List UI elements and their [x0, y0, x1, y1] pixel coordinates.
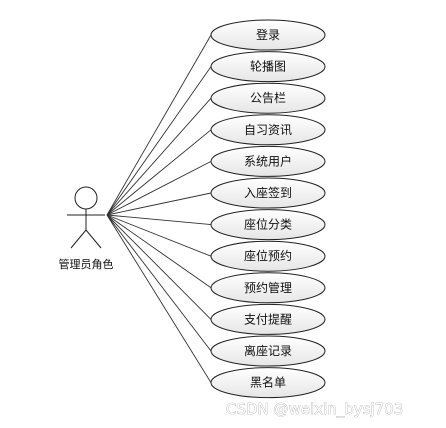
use-case-ellipse [210, 145, 326, 177]
use-case-label: 轮播图 [250, 60, 286, 74]
association-line [106, 97, 212, 216]
use-case[interactable]: 座位分类 [210, 209, 326, 241]
use-case[interactable]: 黑名单 [210, 367, 326, 399]
use-case[interactable]: 座位预约 [210, 240, 326, 272]
association-line [106, 214, 212, 257]
use-case-label: 离座记录 [244, 343, 292, 358]
actor-right-leg [85, 229, 102, 249]
use-case[interactable]: 登录 [210, 19, 326, 51]
association-line [106, 129, 212, 216]
association-line [106, 160, 212, 216]
use-case-label: 座位分类 [244, 217, 292, 232]
use-case-ellipse [210, 335, 326, 367]
association-line [106, 214, 212, 383]
association-lines [106, 34, 212, 383]
association-line [106, 66, 212, 216]
use-case[interactable]: 轮播图 [210, 51, 326, 83]
use-case[interactable]: 自习资讯 [210, 114, 326, 146]
use-case[interactable]: 离座记录 [210, 335, 326, 367]
association-line [106, 214, 212, 289]
use-case-label: 公告栏 [250, 90, 286, 105]
use-case-ellipse [210, 240, 326, 272]
actor-head [74, 186, 98, 210]
actor-left-leg [70, 229, 87, 249]
use-case-label: 支付提醒 [244, 311, 292, 326]
use-case[interactable]: 系统用户 [210, 145, 326, 177]
use-case-ellipse [210, 272, 326, 304]
use-case-label: 座位预约 [244, 248, 292, 263]
actor-label: 管理员角色 [59, 257, 114, 271]
association-line [106, 192, 212, 216]
use-case-ellipse [210, 177, 326, 209]
use-case-ellipse [210, 51, 326, 83]
use-case-ellipse [210, 114, 326, 146]
association-line [106, 34, 212, 216]
watermark: CSDN @weixin_bysj703 [226, 400, 403, 419]
use-case[interactable]: 公告栏 [210, 82, 326, 114]
use-case-ellipse [210, 209, 326, 241]
use-case-list: 登录轮播图公告栏自习资讯系统用户入座签到座位分类座位预约预约管理支付提醒离座记录… [210, 19, 326, 399]
association-line [106, 214, 212, 352]
use-case-label: 入座签到 [244, 185, 292, 200]
use-case-ellipse [210, 82, 326, 114]
association-line [106, 214, 212, 226]
use-case-label: 自习资讯 [244, 123, 292, 137]
use-case[interactable]: 预约管理 [210, 272, 326, 304]
use-case-label: 系统用户 [244, 153, 292, 168]
use-case[interactable]: 入座签到 [210, 177, 326, 209]
association-line [106, 214, 212, 320]
use-case[interactable]: 支付提醒 [210, 303, 326, 335]
use-case-label: 黑名单 [250, 375, 286, 390]
use-case-label: 登录 [256, 27, 280, 42]
use-case-label: 预约管理 [244, 280, 292, 295]
use-case-ellipse [210, 19, 326, 51]
use-case-ellipse [210, 367, 326, 399]
actor-figure: 管理员角色 [59, 186, 114, 271]
use-case-ellipse [210, 303, 326, 335]
